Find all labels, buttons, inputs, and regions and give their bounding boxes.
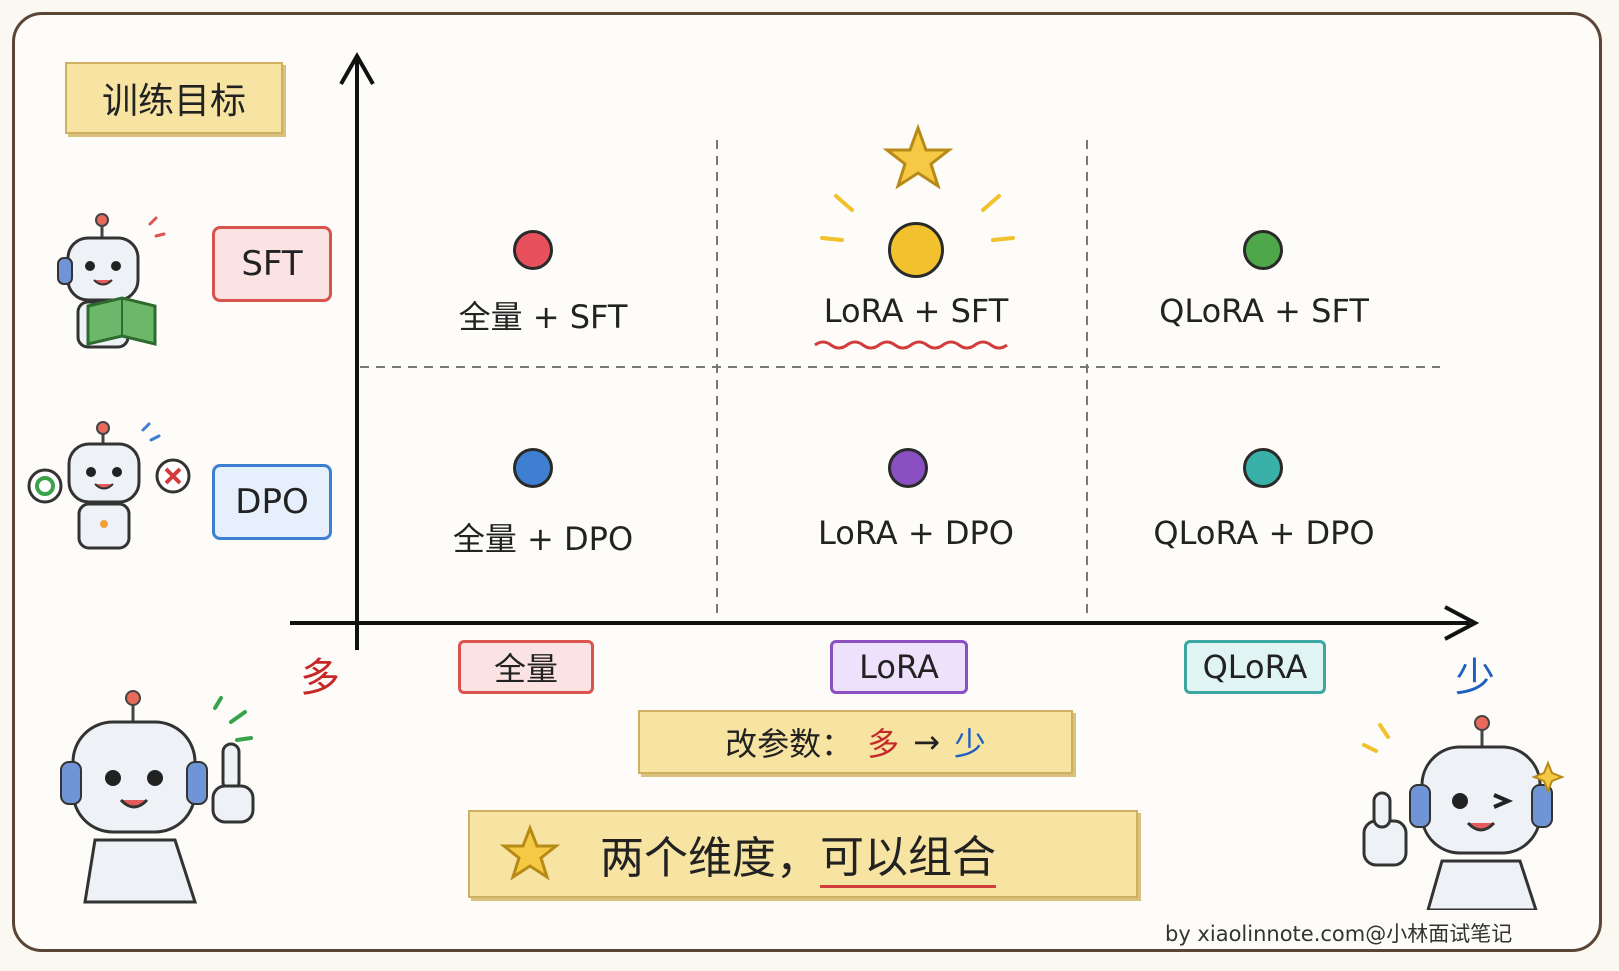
- robot-thumbsup-icon: [1362, 715, 1565, 910]
- summary-text-emphasis: 可以组合: [820, 821, 996, 888]
- x-axis-end-more: 多: [300, 655, 340, 701]
- method-tag-lora: LoRA: [830, 640, 968, 694]
- cell-dot-lora-sft: [888, 222, 944, 278]
- credit: by xiaolinnote.com@小林面试笔记: [1165, 922, 1513, 946]
- goal-tag-sft: SFT: [212, 226, 332, 302]
- x-axis-arrowhead: [1444, 605, 1480, 641]
- cell-dot-qlora-dpo: [1243, 448, 1283, 488]
- x-axis-note-to: 少: [953, 725, 986, 763]
- robot-judging-icon: [27, 421, 191, 550]
- summary-note: 两个维度， 可以组合: [468, 810, 1138, 898]
- x-axis-note-arrow: →: [913, 723, 940, 761]
- x-axis-note-prefix: 改参数：: [725, 725, 854, 763]
- y-axis-title: 训练目标: [65, 62, 283, 134]
- y-axis-arrowhead: [339, 51, 375, 85]
- method-tag-qlora: QLoRA: [1184, 640, 1326, 694]
- x-axis-end-fewer: 少: [1455, 655, 1495, 701]
- cell-dot-full-sft: [513, 230, 553, 270]
- method-tag-full: 全量: [458, 640, 594, 694]
- star-icon: [882, 123, 954, 190]
- sparkle-lines-icon: [820, 194, 1015, 242]
- goal-tag-dpo: DPO: [212, 464, 332, 540]
- cell-dot-full-dpo: [513, 448, 553, 488]
- x-axis-note-from: 多: [867, 725, 900, 763]
- cell-label-lora-dpo: LoRA + DPO: [818, 514, 1014, 552]
- cell-label-lora-sft: LoRA + SFT: [823, 292, 1009, 330]
- x-axis-note: 改参数： 多 → 少: [638, 710, 1073, 774]
- cell-label-qlora-sft: QLoRA + SFT: [1159, 292, 1369, 330]
- star-icon: [500, 824, 560, 881]
- cell-label-full-dpo: 全量 + DPO: [452, 520, 634, 558]
- cell-label-full-sft: 全量 + SFT: [458, 298, 628, 336]
- cell-dot-qlora-sft: [1243, 230, 1283, 270]
- robot-reading-icon: [57, 213, 166, 349]
- cell-label-qlora-dpo: QLoRA + DPO: [1153, 514, 1375, 552]
- wavy-underline-icon: [814, 340, 1008, 350]
- cell-dot-lora-dpo: [888, 448, 928, 488]
- summary-text: 两个维度，: [600, 833, 820, 884]
- robot-pointing-icon: [60, 690, 255, 904]
